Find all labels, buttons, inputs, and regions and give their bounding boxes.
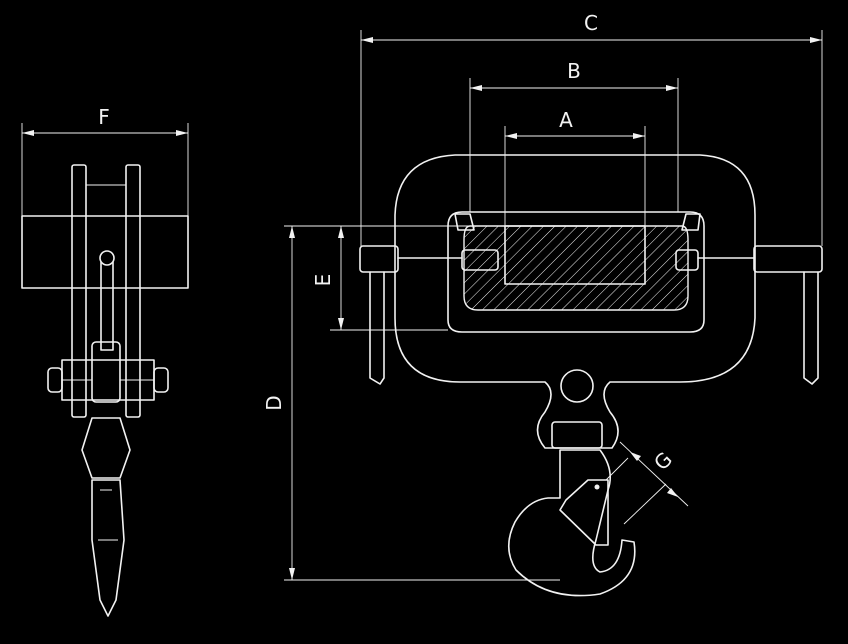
dim-label-b: B (567, 59, 581, 83)
clamp-left (454, 213, 475, 231)
front-view: A B C D E G (262, 11, 823, 597)
hanger-rod-side (100, 261, 114, 351)
latch-pivot (594, 484, 600, 490)
side-view: F (21, 105, 189, 617)
inner-window (447, 211, 705, 333)
beam-section-side (21, 215, 189, 289)
bolt-head-left (47, 367, 63, 393)
side-plate-left (71, 164, 87, 418)
dim-label-f: F (98, 105, 110, 129)
dim-label-a: A (559, 108, 573, 132)
dim-line-g (619, 441, 689, 507)
hook-body-side (91, 479, 125, 617)
dim-label-e: E (311, 274, 335, 287)
swivel-collar (551, 421, 603, 449)
top-pin-side (99, 250, 115, 266)
bolt-left-nut (461, 249, 499, 271)
clamp-right (681, 213, 701, 231)
bolt-right-head (753, 245, 823, 273)
bolt-right-rod (803, 271, 819, 385)
bolt-head-right (153, 367, 169, 393)
dim-label-g: G (649, 447, 677, 475)
dim-label-d: D (262, 395, 286, 410)
bolt-left-head (359, 245, 399, 273)
hook (507, 449, 636, 597)
bolt-right-nut (675, 249, 699, 271)
beam-flange (463, 225, 689, 311)
safety-latch (559, 479, 609, 546)
beam-web-block (504, 225, 646, 285)
side-plate-right (125, 164, 141, 418)
lifting-eye (560, 369, 594, 403)
hook-shank-side (81, 417, 131, 479)
outer-frame (394, 154, 756, 449)
bolt-left-rod (369, 271, 385, 385)
dim-label-c: C (584, 11, 598, 35)
swivel-block (91, 341, 121, 403)
